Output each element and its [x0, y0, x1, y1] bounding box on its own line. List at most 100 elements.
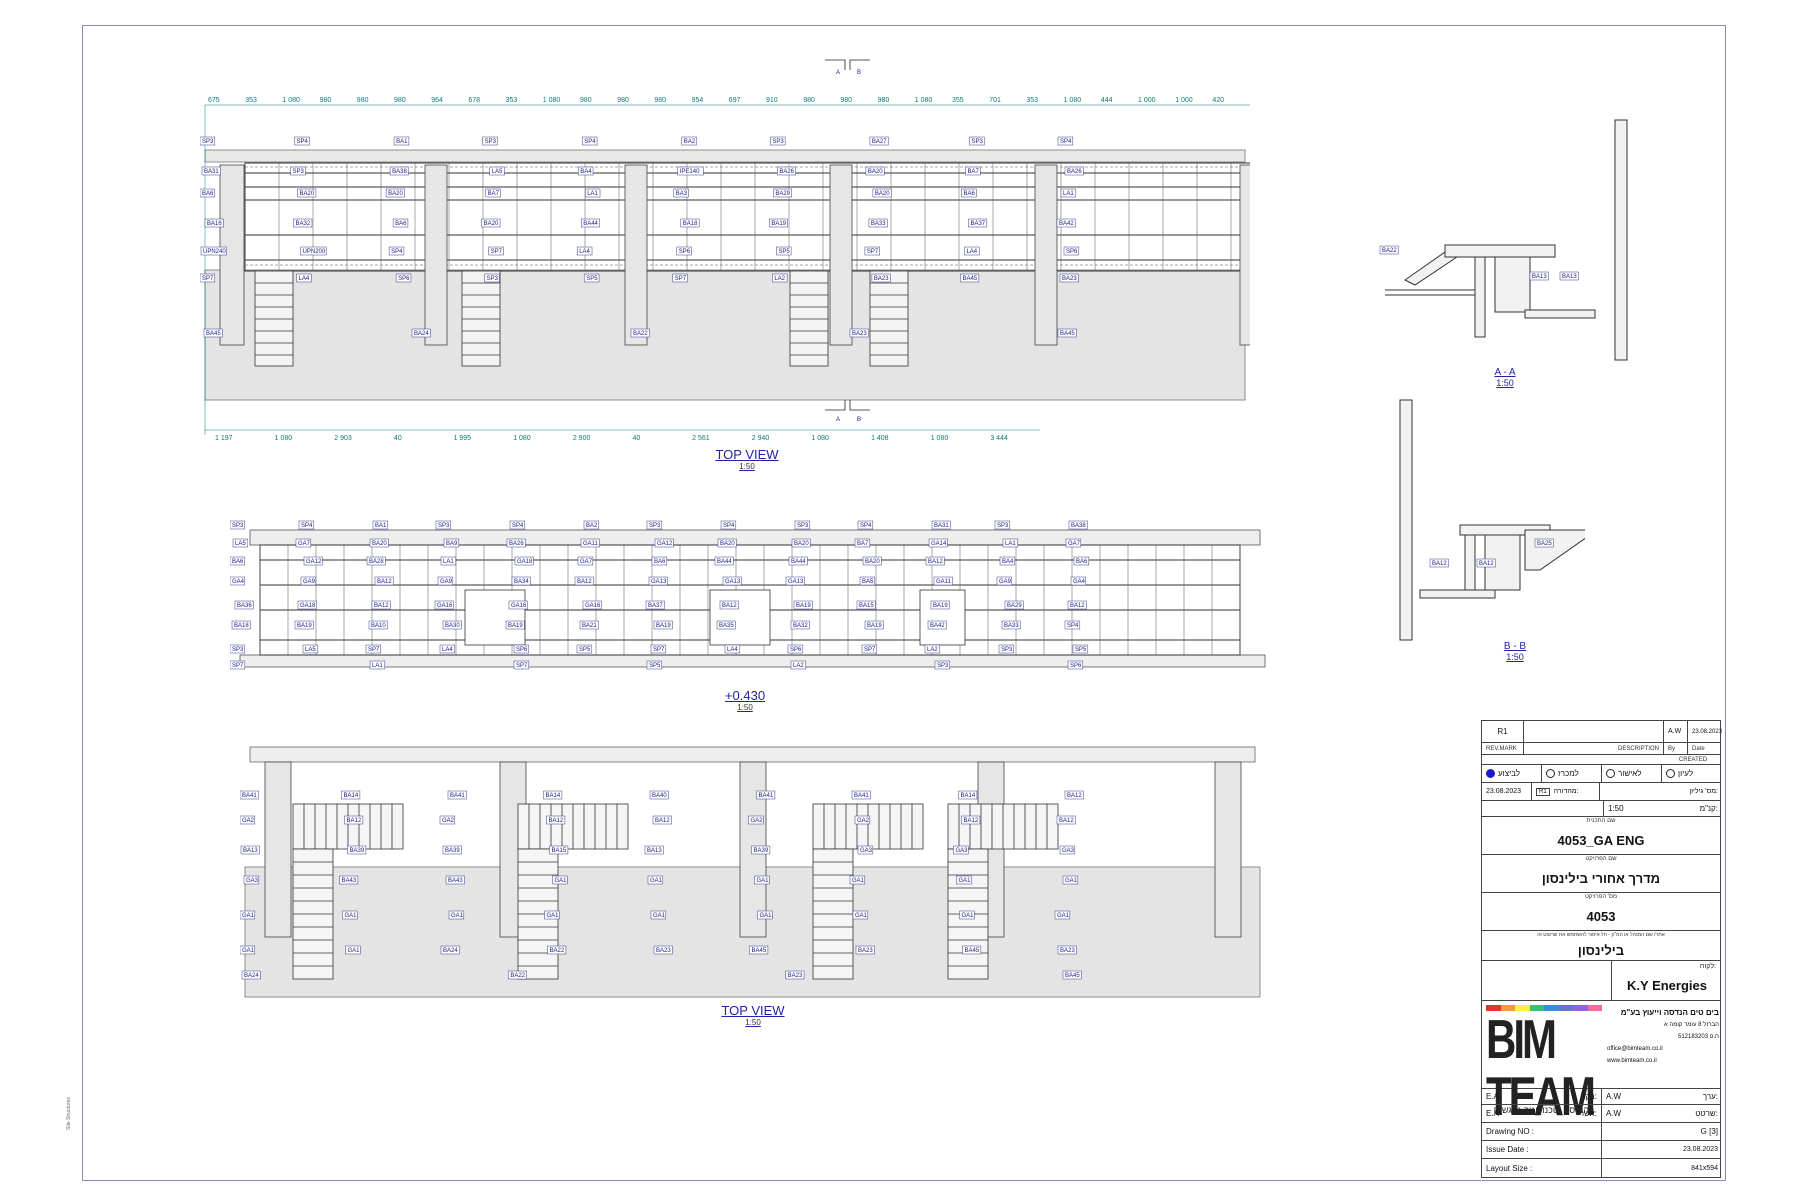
upper-tag: SP3	[482, 136, 498, 146]
svg-text:GA3: GA3	[860, 848, 873, 854]
svg-text:LA2: LA2	[793, 663, 804, 669]
lower-tag: BA39	[442, 845, 462, 855]
elev-tag: SP3	[646, 520, 663, 530]
elev-tag: SP5	[1072, 644, 1089, 654]
upper-tag: BA31	[201, 166, 221, 176]
lower-tag: BA45	[1062, 970, 1082, 980]
status-option-approval[interactable]: לאישור	[1602, 765, 1662, 782]
status-option-tender[interactable]: למכרז	[1542, 765, 1602, 782]
upper-tag: SP3	[969, 136, 985, 146]
svg-text:GA16: GA16	[511, 603, 527, 609]
upper-tag: BA6	[392, 218, 409, 228]
upper-view-title-text: TOP VIEW	[715, 447, 779, 462]
svg-text:GA1: GA1	[345, 913, 358, 919]
svg-text:BA26: BA26	[509, 541, 524, 547]
lower-tag: GA2	[439, 815, 456, 825]
by-label: By	[1664, 743, 1688, 754]
lower-tag: BA41	[756, 790, 776, 800]
svg-text:BA6: BA6	[654, 559, 666, 565]
upper-tag: BA6	[961, 188, 977, 198]
svg-text:BA41: BA41	[450, 793, 465, 799]
status-radio-execution[interactable]	[1486, 769, 1495, 778]
elev-tag: SP6	[513, 644, 530, 654]
lower-tag: BA43	[445, 875, 465, 885]
svg-text:BA45: BA45	[1060, 331, 1075, 337]
lower-tag: BA15	[549, 845, 569, 855]
drawn-label: שרטט:	[1695, 1109, 1718, 1118]
lower-tag: BA23	[785, 970, 805, 980]
lower-tag: GA3	[243, 875, 260, 885]
title-block: R1 A.W 23.08.2023 REV.MARK DESCRIPTION B…	[1481, 720, 1722, 1178]
elev-tag: SP4	[1064, 620, 1081, 630]
lower-tag: GA3	[953, 845, 969, 855]
lower-tag: BA23	[653, 945, 673, 955]
svg-text:LA5: LA5	[492, 169, 503, 175]
company-id-label: ח.פ	[1709, 1034, 1719, 1040]
svg-text:SP3: SP3	[997, 523, 1009, 529]
svg-text:BA12: BA12	[374, 603, 389, 609]
elev-tag: BA26	[506, 538, 526, 548]
top-dimension: 1 000	[1138, 97, 1156, 104]
svg-text:BA39: BA39	[754, 848, 769, 854]
status-radio-tender[interactable]	[1546, 769, 1555, 778]
lower-tag: BA39	[751, 845, 771, 855]
drawing-no-row: Drawing NO : G [3]	[1482, 1123, 1720, 1141]
svg-text:BA34: BA34	[514, 579, 529, 585]
elev-tag: BA12	[1067, 600, 1087, 610]
status-option-review[interactable]: לעיון	[1662, 765, 1722, 782]
elev-tag: BA44	[714, 556, 734, 566]
elev-tag: SP7	[861, 644, 878, 654]
svg-text:BA13: BA13	[243, 848, 258, 854]
svg-text:BA23: BA23	[874, 276, 889, 282]
lower-tag: GA1	[956, 875, 972, 885]
svg-text:BA33: BA33	[871, 221, 886, 227]
elev-tag: BA20	[791, 538, 811, 548]
upper-tag: LA4	[964, 246, 980, 256]
upper-tag: BA44	[580, 218, 600, 228]
elev-tag: BA31	[931, 520, 951, 530]
upper-tag: LA1	[584, 188, 601, 198]
company-address: הברזל 8 עומר קומה א	[1663, 1022, 1719, 1028]
elev-tag: LA2	[790, 660, 807, 670]
svg-text:GA13: GA13	[788, 579, 804, 585]
svg-text:BA13: BA13	[647, 848, 662, 854]
svg-text:BA24: BA24	[443, 948, 458, 954]
svg-text:SP3: SP3	[971, 139, 983, 145]
company-id-line: 512183203 ח.פ	[1607, 1031, 1719, 1043]
drawn-value: A.W	[1606, 1109, 1622, 1118]
elev-tag: SP6	[787, 644, 804, 654]
svg-text:BA20: BA20	[794, 541, 809, 547]
svg-text:BA2: BA2	[586, 523, 598, 529]
status-option-execution[interactable]: לביצוע	[1482, 765, 1542, 782]
upper-tag: SP6	[1063, 246, 1080, 256]
svg-text:GA7: GA7	[1068, 541, 1081, 547]
upper-tag: BA23	[1059, 273, 1079, 283]
client-label: לקוח:	[1699, 963, 1716, 970]
scale-blank	[1482, 801, 1604, 816]
svg-text:BA20: BA20	[372, 541, 387, 547]
status-radio-approval[interactable]	[1606, 769, 1615, 778]
elev-tag: SP7	[650, 644, 667, 654]
elev-tag: LA1	[1002, 538, 1019, 548]
svg-text:GA3: GA3	[956, 848, 969, 854]
svg-text:BA6: BA6	[963, 191, 975, 197]
logo-word: BIM TEAM	[1486, 1008, 1596, 1127]
sheet-no-label: מס' גיליון:	[1689, 788, 1718, 795]
lower-tag: BA45	[749, 945, 769, 955]
svg-text:BA6: BA6	[232, 559, 244, 565]
svg-text:BA5: BA5	[862, 579, 874, 585]
lower-tag: GA1	[240, 910, 256, 920]
project-no: 4053	[1586, 908, 1616, 924]
svg-text:BA6: BA6	[1076, 559, 1088, 565]
svg-text:LA2: LA2	[774, 276, 785, 282]
issue-date-value: 23.08.2023	[1682, 1146, 1718, 1153]
section-b-tag: BA12	[1476, 558, 1496, 568]
upper-tag: SP3	[484, 273, 500, 283]
status-radio-review[interactable]	[1666, 769, 1675, 778]
top-dimension: 980	[654, 97, 666, 104]
upper-tag: SP5	[776, 246, 792, 256]
svg-text:BA22: BA22	[633, 331, 648, 337]
top-dimension: 420	[1212, 97, 1224, 104]
left-dimension: 245	[200, 223, 202, 235]
